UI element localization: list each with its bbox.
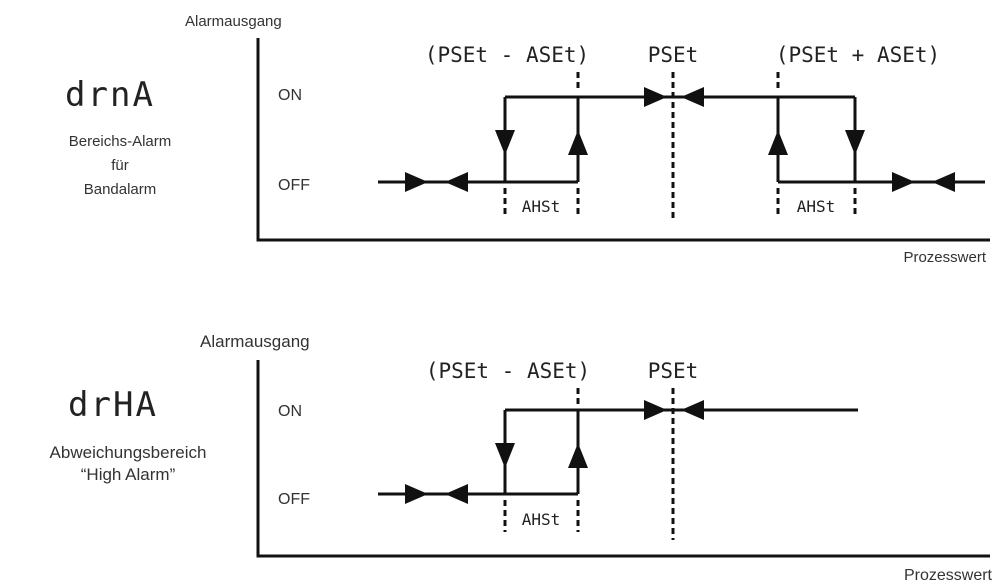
mode-description-line: Bereichs-Alarm	[69, 133, 172, 150]
state-on-label: ON	[278, 403, 302, 420]
arrow-left-icon	[681, 87, 704, 107]
arrow-right-icon	[892, 172, 915, 192]
mode-code-drha: drHA	[68, 385, 158, 425]
y-axis-label: Alarmausgang	[185, 13, 282, 30]
mode-description-line: Bandalarm	[84, 181, 157, 198]
arrow-right-icon	[405, 484, 428, 504]
arrow-down-icon	[495, 443, 515, 468]
x-axis-label: Prozesswert	[903, 249, 986, 266]
arrow-down-icon	[495, 130, 515, 155]
state-on-label: ON	[278, 87, 302, 104]
hysteresis-label-right: AHSt	[797, 197, 836, 216]
axes	[256, 38, 990, 242]
y-axis-label: Alarmausgang	[200, 332, 310, 351]
x-axis-label: Prozesswert	[904, 567, 993, 584]
arrow-up-icon	[768, 130, 788, 155]
axes	[256, 360, 990, 558]
marker-pset-plus-aset: (PSEt + ASEt)	[776, 43, 940, 67]
panel-high-alarm: drHA Abweichungsbereich “High Alarm” Ala…	[50, 332, 993, 584]
arrow-right-icon	[644, 87, 667, 107]
marker-pset-minus-aset: (PSEt - ASEt)	[426, 359, 590, 383]
alarm-waveform	[378, 95, 985, 184]
hysteresis-label-left: AHSt	[522, 510, 561, 529]
arrow-left-icon	[445, 172, 468, 192]
arrow-up-icon	[568, 130, 588, 155]
mode-description-line: Abweichungsbereich	[50, 443, 207, 462]
marker-pset: PSEt	[648, 43, 699, 67]
state-off-label: OFF	[278, 177, 310, 194]
mode-description-line: “High Alarm”	[81, 465, 176, 484]
arrow-left-icon	[445, 484, 468, 504]
direction-arrows	[405, 400, 704, 504]
marker-pset-minus-aset: (PSEt - ASEt)	[425, 43, 589, 67]
panel-band-alarm: drnA Bereichs-Alarm für Bandalarm Alarma…	[65, 13, 990, 266]
arrow-left-icon	[932, 172, 955, 192]
mode-description-line: für	[111, 157, 129, 174]
alarm-waveform	[378, 408, 858, 496]
state-off-label: OFF	[278, 491, 310, 508]
direction-arrows	[405, 87, 955, 192]
arrow-right-icon	[644, 400, 667, 420]
marker-pset: PSEt	[648, 359, 699, 383]
arrow-up-icon	[568, 443, 588, 468]
arrow-right-icon	[405, 172, 428, 192]
arrow-down-icon	[845, 130, 865, 155]
mode-code-drna: drnA	[65, 75, 155, 115]
hysteresis-label-left: AHSt	[522, 197, 561, 216]
arrow-left-icon	[681, 400, 704, 420]
